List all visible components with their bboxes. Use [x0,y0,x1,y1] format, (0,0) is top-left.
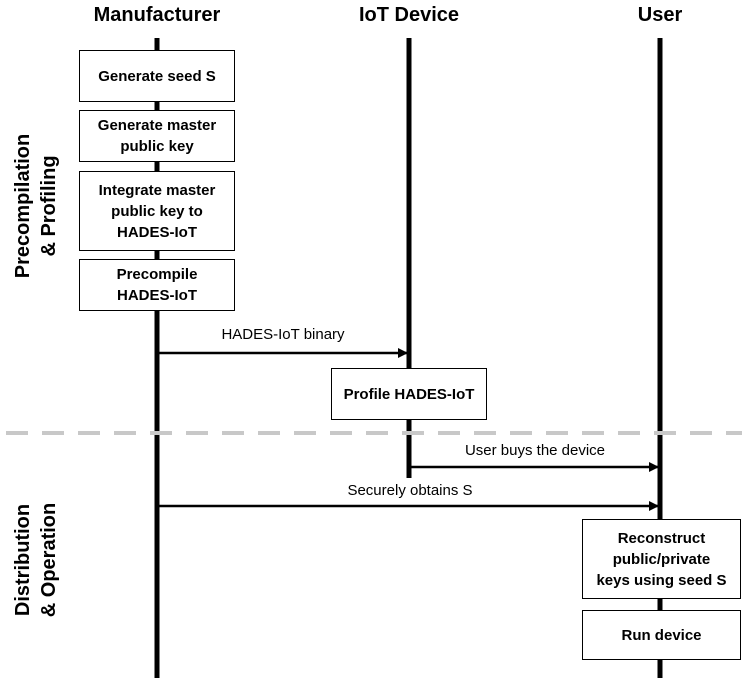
step-generate-master-key: Generate master public key [79,110,235,162]
message-binary-label: HADES-IoT binary [221,326,345,343]
step-integrate-master-key: Integrate master public key to HADES-IoT [79,171,235,251]
phase-label-precompilation: Precompilation & Profiling [12,133,60,279]
step-integrate-master-key-text: Integrate master public key to HADES-IoT [98,181,216,241]
step-run-device-text: Run device [621,626,702,644]
step-generate-seed: Generate seed S [79,50,235,102]
step-reconstruct-keys: Reconstruct public/private keys using se… [582,519,741,599]
phase-label-distribution: Distribution & Operation [12,502,60,618]
message-obtains-label: Securely obtains S [347,482,473,499]
step-precompile: Precompile HADES-IoT [79,259,235,311]
lane-header-iot-device: IoT Device [358,4,460,26]
message-buys-label: User buys the device [464,442,606,459]
lane-header-manufacturer: Manufacturer [93,4,221,26]
step-generate-master-key-text: Generate master public key [97,117,217,155]
step-reconstruct-keys-text: Reconstruct public/private keys using se… [596,529,727,589]
step-generate-seed-text: Generate seed S [98,67,216,85]
lane-header-user: User [637,4,683,26]
step-profile-text: Profile HADES-IoT [343,385,475,403]
step-profile: Profile HADES-IoT [331,368,487,420]
step-precompile-text: Precompile HADES-IoT [116,266,198,304]
step-run-device: Run device [582,610,741,660]
